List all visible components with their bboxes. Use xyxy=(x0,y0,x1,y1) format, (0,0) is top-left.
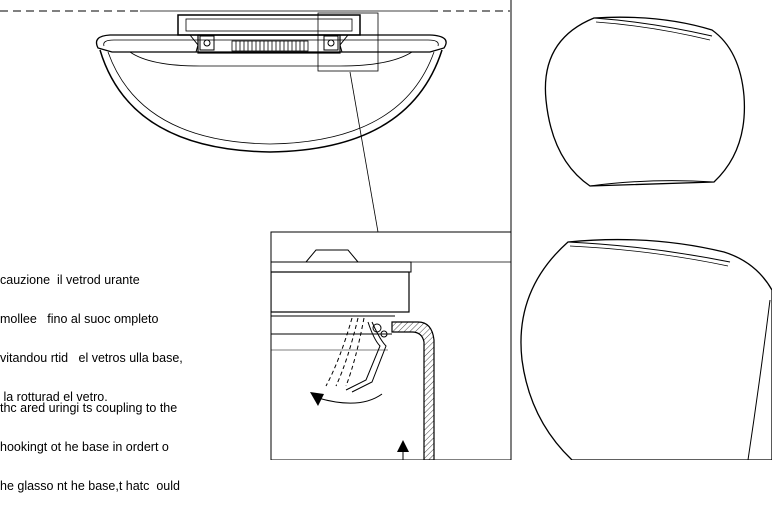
spring-clip xyxy=(325,317,388,393)
assembly-diagram xyxy=(0,0,772,460)
detail-view xyxy=(270,231,512,460)
english-line-1: thc ared uringi ts coupling to the xyxy=(0,401,178,415)
glass-shade-bottom xyxy=(520,238,772,460)
glass-wall xyxy=(391,321,435,460)
italian-line-4: la rotturad el vetro. xyxy=(0,390,108,404)
lamp-assembly xyxy=(95,12,447,153)
glass-shade-top xyxy=(544,16,746,187)
shade-views xyxy=(520,16,772,460)
english-instructions: thc ared uringi ts coupling to the hooki… xyxy=(0,376,180,506)
curved-arrow-icon xyxy=(310,392,383,406)
italian-line-3: vitandou rtid el vetros ulla base, xyxy=(0,351,183,365)
glass-bowl xyxy=(99,49,443,153)
up-arrow-icon xyxy=(397,440,409,460)
detail-leader xyxy=(349,71,379,233)
terminal-block xyxy=(231,40,309,52)
mounting-plate xyxy=(177,14,361,36)
driver-body xyxy=(197,34,341,54)
italian-instructions: cauzione il vetrod urante mollee fino al… xyxy=(0,248,183,417)
detail-driver xyxy=(271,271,410,313)
english-line-2: hookingt ot he base in ordert o xyxy=(0,440,169,454)
glass-rim xyxy=(95,34,447,53)
italian-line-1: cauzione il vetrod urante xyxy=(0,273,140,287)
detail-marker xyxy=(317,12,379,72)
detail-frame xyxy=(270,231,512,460)
english-line-3: he glasso nt he base,t hatc ould xyxy=(0,479,180,493)
italian-line-2: mollee fino al suoc ompleto xyxy=(0,312,159,326)
